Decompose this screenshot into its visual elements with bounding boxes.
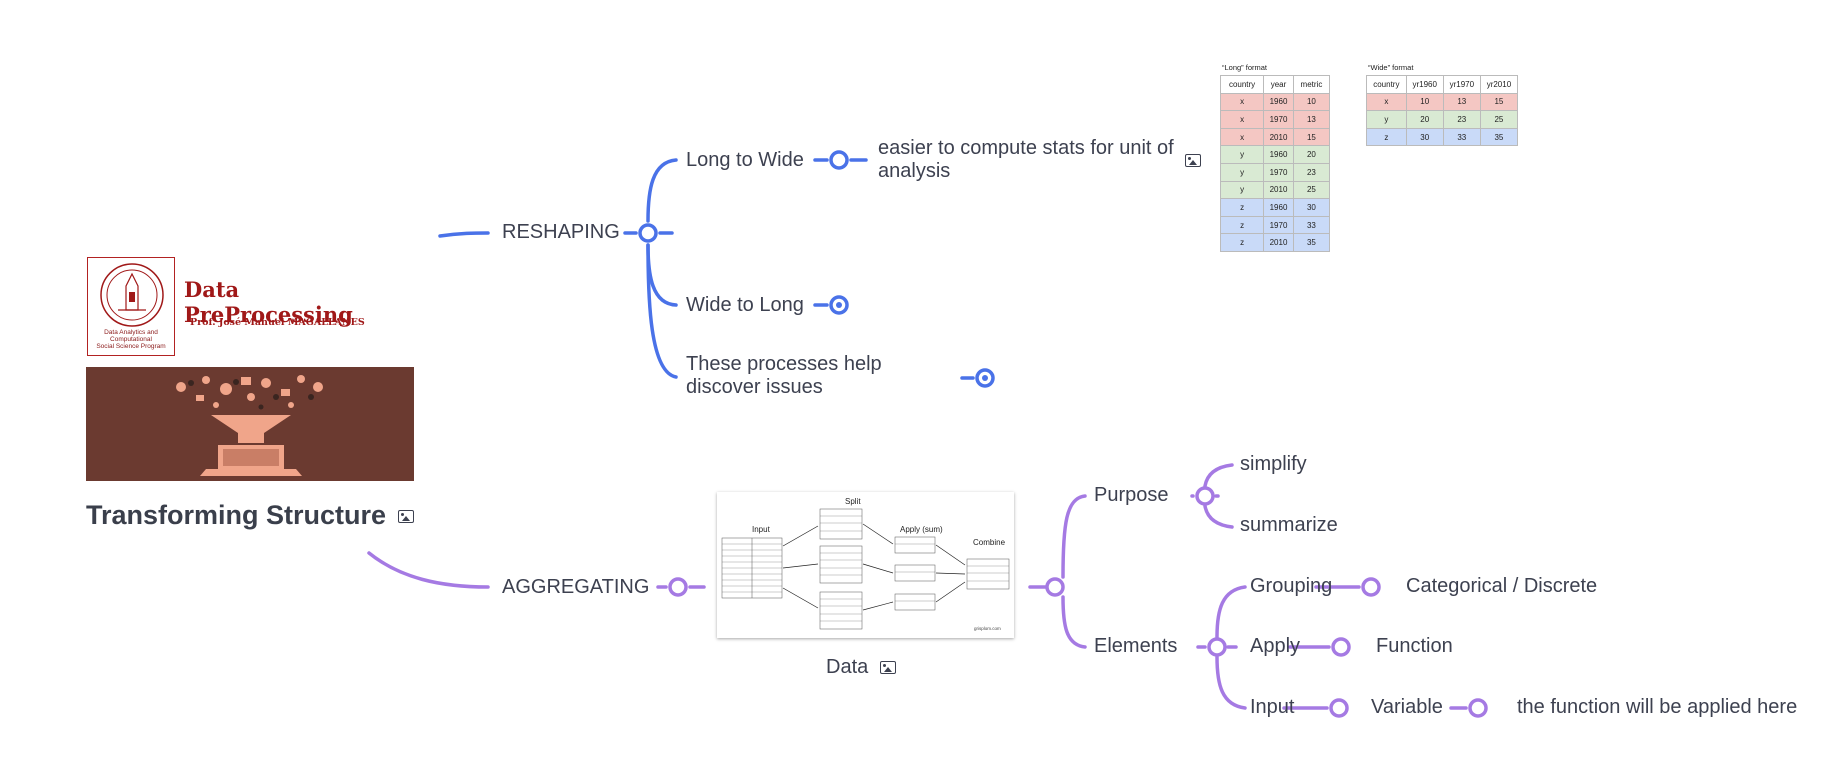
table-cell: 13 [1442,92,1481,112]
table-cell: 35 [1479,127,1519,147]
table-cell: y [1219,180,1265,200]
sac-apply-label: Apply (sum) [900,525,943,534]
table-cell: y [1366,110,1407,129]
table-cell: 1960 [1263,198,1294,217]
table-cell: 20 [1405,110,1444,129]
data-funnel-illustration [86,367,414,481]
table-cell: 2010 [1263,180,1294,200]
logo-title: Data PreProcessing [184,277,353,327]
node-applied-here[interactable]: the function will be applied here [1517,696,1798,718]
node-long-to-wide-note[interactable]: easier to compute stats for unit of anal… [878,137,1174,182]
table-header: yr2010 [1479,75,1519,94]
table-cell: 1960 [1263,92,1294,112]
image-icon[interactable] [1185,154,1201,167]
table-cell: x [1219,110,1265,129]
table-cell: 33 [1442,127,1481,147]
node-variable[interactable]: Variable [1371,696,1443,718]
table-cell: 10 [1292,92,1331,112]
table-cell: 30 [1292,198,1331,217]
table-cell: 35 [1292,233,1331,252]
course-logo: Data Analytics and Computational Social … [87,257,414,357]
table-header: metric [1292,75,1331,94]
node-long-to-wide[interactable]: Long to Wide [686,149,804,171]
table-cell: 30 [1405,127,1444,147]
node-reshaping[interactable]: RESHAPING [502,221,620,243]
node-function[interactable]: Function [1376,635,1453,657]
root-node[interactable]: Transforming Structure [86,500,415,531]
wide-format-table: “Wide” format country yr1960 yr1970 yr20… [1366,63,1519,147]
table-cell: y [1219,145,1265,164]
sac-combine-label: Combine [973,538,1006,547]
table-cell: 1970 [1263,162,1294,182]
table-cell: 10 [1405,92,1444,112]
logo-subtitle: Prof. José Manuel MAGALLANES [190,317,365,328]
table-cell: z [1366,127,1407,147]
sac-split-label: Split [845,497,861,506]
node-purpose[interactable]: Purpose [1094,484,1169,506]
root-title-text: Transforming Structure [86,500,387,530]
table-cell: z [1219,198,1265,217]
table-header: yr1960 [1405,75,1444,94]
node-discover-issues[interactable]: These processes help discover issues [686,353,882,398]
node-categorical[interactable]: Categorical / Discrete [1406,575,1598,597]
table-cell: x [1219,92,1265,112]
split-apply-combine-figure[interactable]: Split Input Apply (sum) Combine grisplom… [717,492,1014,638]
node-data-text: Data [826,656,869,678]
node-grouping[interactable]: Grouping [1250,575,1333,597]
node-simplify[interactable]: simplify [1240,453,1307,475]
table-header: country [1219,75,1265,94]
node-aggregating[interactable]: AGGREGATING [502,576,650,598]
image-icon[interactable] [398,510,415,524]
university-seal [87,257,175,356]
node-wide-to-long[interactable]: Wide to Long [686,294,804,316]
table-header: country [1366,75,1407,94]
wide-table-caption: “Wide” format [1368,63,1414,72]
table-cell: 1960 [1263,145,1294,164]
table-cell: y [1219,162,1265,182]
table-cell: z [1219,233,1265,252]
node-elements[interactable]: Elements [1094,635,1178,657]
node-input[interactable]: Input [1250,696,1295,718]
table-cell: 15 [1479,92,1519,112]
table-cell: z [1219,215,1265,235]
table-cell: 13 [1292,110,1331,129]
node-apply[interactable]: Apply [1250,635,1301,657]
table-cell: x [1219,127,1265,147]
table-cell: 23 [1442,110,1481,129]
table-cell: 2010 [1263,233,1294,252]
table-cell: 25 [1479,110,1519,129]
table-cell: 25 [1292,180,1331,200]
table-cell: 1970 [1263,110,1294,129]
node-data[interactable]: Data [826,656,897,679]
table-cell: x [1366,92,1407,112]
image-icon[interactable] [880,661,897,675]
table-cell: 1970 [1263,215,1294,235]
table-header: year [1263,75,1294,94]
table-cell: 33 [1292,215,1331,235]
sac-credit: grisplom.com [974,626,1001,631]
table-cell: 23 [1292,162,1331,182]
seal-caption: Data Analytics and Computational Social … [96,329,166,350]
node-summarize[interactable]: summarize [1240,514,1338,536]
long-table-caption: “Long” format [1222,63,1268,72]
table-header: yr1970 [1442,75,1481,94]
table-cell: 20 [1292,145,1331,164]
table-cell: 2010 [1263,127,1294,147]
table-cell: 15 [1292,127,1331,147]
sac-input-label: Input [752,525,771,534]
